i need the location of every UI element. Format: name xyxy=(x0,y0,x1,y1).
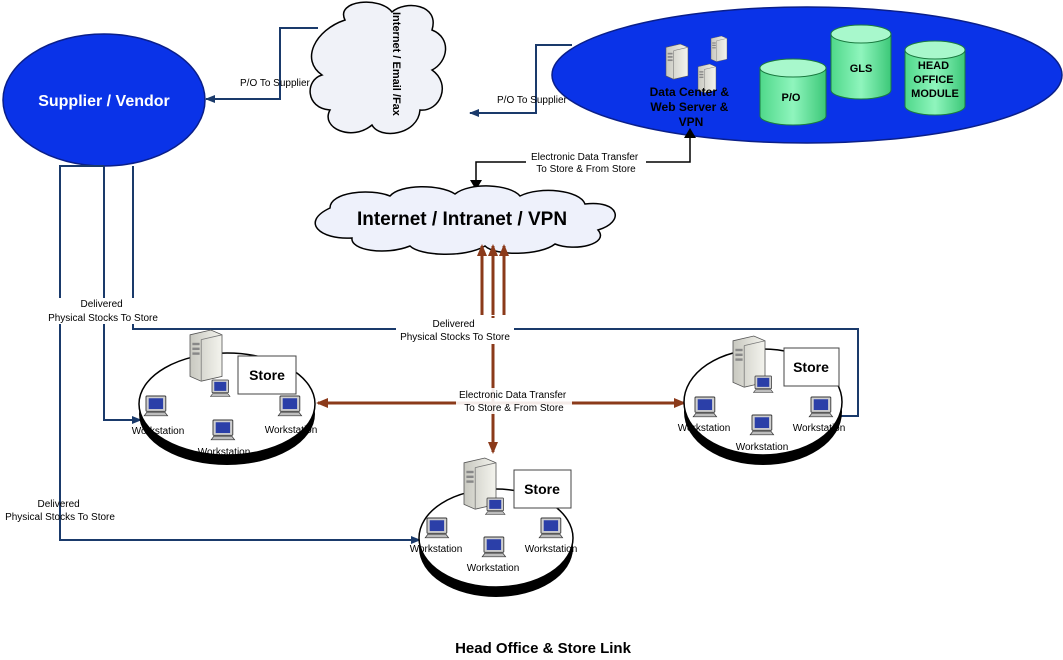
edt-stores-label: Electronic Data Transfer To Store & From… xyxy=(459,390,569,414)
delivered-label-3: Delivered Physical Stocks To Store xyxy=(5,499,115,523)
diagram-title: Head Office & Store Link xyxy=(455,640,632,657)
store-node-left: Store Workstation Workstation Workstatio… xyxy=(132,329,318,465)
delivered-label-1: Delivered Physical Stocks To Store xyxy=(48,299,158,324)
po-flow-connectors xyxy=(205,27,572,117)
workstation-label: Workstation xyxy=(736,442,789,453)
workstation-label: Workstation xyxy=(678,423,731,434)
workstation-icon xyxy=(749,414,775,436)
head-office-node: Data Center & Web Server & VPN P/O GLS H… xyxy=(551,6,1063,144)
workstation-icon xyxy=(481,536,507,558)
po-database-icon: P/O xyxy=(759,58,827,126)
workstation-label: Workstation xyxy=(525,544,578,555)
workstation-label: Workstation xyxy=(410,544,463,555)
store-label: Store xyxy=(249,367,285,383)
internet-intranet-vpn-label: Internet / Intranet / VPN xyxy=(357,209,567,230)
delivery-connectors xyxy=(59,165,859,544)
store-server-icon xyxy=(189,329,223,382)
workstation-icon xyxy=(277,395,303,417)
workstation-icon xyxy=(210,419,236,441)
store-label: Store xyxy=(524,481,560,497)
delivered-label-2: Delivered Physical Stocks To Store xyxy=(400,319,510,343)
workstation-label: Workstation xyxy=(198,447,251,458)
workstation-label: Workstation xyxy=(132,426,185,437)
data-center-label: Data Center & Web Server & VPN xyxy=(650,85,733,129)
workstation-label: Workstation xyxy=(467,563,520,574)
gls-database-label: GLS xyxy=(850,63,873,75)
workstation-icon xyxy=(753,375,774,393)
po-database-label: P/O xyxy=(782,92,801,104)
store-node-right: Store Workstation Workstation Workstatio… xyxy=(678,335,846,465)
internet-email-fax-cloud: Internet / Email /Fax xyxy=(309,1,447,135)
gls-database-icon: GLS xyxy=(830,24,892,100)
workstation-icon xyxy=(424,517,450,539)
workstation-icon xyxy=(808,396,834,418)
workstation-icon xyxy=(143,395,169,417)
head-office-module-label: HEAD OFFICE MODULE xyxy=(911,60,959,100)
head-office-module-database-icon: HEAD OFFICE MODULE xyxy=(904,40,966,116)
workstation-label: Workstation xyxy=(265,425,318,436)
workstation-icon xyxy=(485,497,506,515)
edt-store-links xyxy=(316,244,686,454)
workstation-label: Workstation xyxy=(793,423,846,434)
store-node-bottom: Store Workstation Workstation Workstatio… xyxy=(410,457,578,597)
supplier-vendor-label: Supplier / Vendor xyxy=(38,93,170,110)
po-to-supplier-label-2: P/O To Supplier xyxy=(497,95,568,106)
workstation-icon xyxy=(692,396,718,418)
store-label: Store xyxy=(793,359,829,375)
supplier-vendor-node: Supplier / Vendor xyxy=(2,33,206,167)
internet-intranet-vpn-cloud: Internet / Intranet / VPN xyxy=(314,185,616,255)
internet-email-fax-label: Internet / Email /Fax xyxy=(390,12,402,117)
workstation-icon xyxy=(210,379,231,397)
workstation-icon xyxy=(538,517,564,539)
po-to-supplier-label-1: P/O To Supplier xyxy=(240,78,311,89)
edt-head-office-label: Electronic Data Transfer To Store & From… xyxy=(531,152,641,175)
